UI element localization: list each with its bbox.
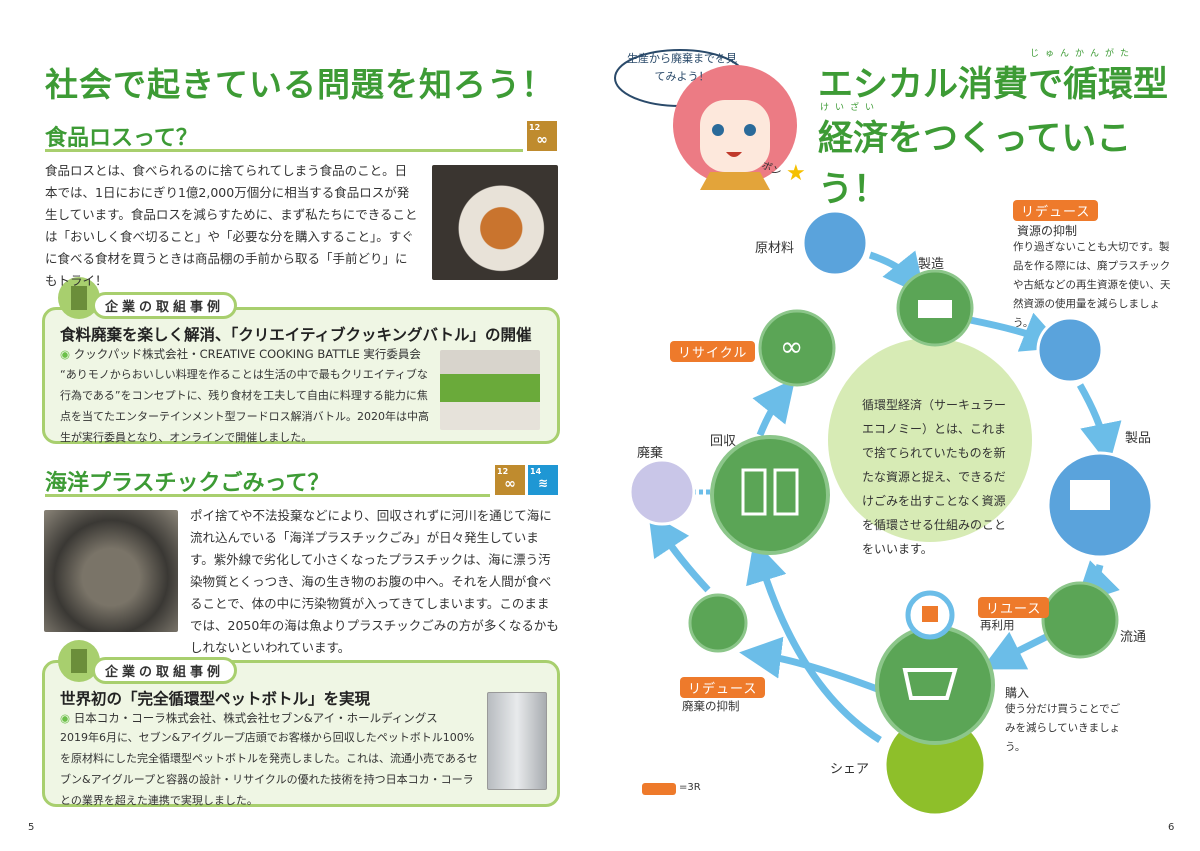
circular-economy-text: 循環型経済（サーキュラーエコノミー）とは、これまで捨てられていたものを新たな資源… xyxy=(862,398,1007,556)
title-ruby: じゅんかんがた xyxy=(1030,49,1136,59)
page-number: 5 xyxy=(28,822,35,833)
sdg-12-icon: 12∞ xyxy=(495,465,525,495)
label-raw-material: 原材料 xyxy=(755,241,795,256)
arrow xyxy=(981,631,1052,670)
right-title-line2: 経済をつくっていこう！ xyxy=(818,119,1132,210)
label-product: 製品 xyxy=(1125,431,1152,446)
building-icon xyxy=(58,277,100,319)
water-icon xyxy=(1036,316,1104,384)
page-title: 社会で起きている問題を知ろう！ xyxy=(45,65,555,104)
raw-material-icon xyxy=(801,209,869,277)
label-manufacture: 製造 xyxy=(918,257,945,272)
right-title-line1: エシカル消費で循環型 xyxy=(818,65,1169,105)
sdg-14-icon: 14≋ xyxy=(528,465,558,495)
sdg-12-icon: 12∞ xyxy=(527,121,557,151)
center-circle xyxy=(828,338,1032,542)
legend-text: =3R xyxy=(679,782,701,793)
page-number: 6 xyxy=(1168,822,1175,833)
label-dispose: 廃棄 xyxy=(637,446,664,461)
case-tab: 企業の取組事例 xyxy=(92,657,238,684)
purchase-subtitle: 購入 xyxy=(1005,686,1030,700)
arrow xyxy=(1076,383,1122,466)
arrow xyxy=(868,250,926,297)
case-title: 食料廃棄を楽しく解消、「クリエイティブクッキングバトル」の開催 xyxy=(60,326,532,344)
food-plate-photo xyxy=(432,165,558,280)
title-ruby: けいざい xyxy=(820,103,881,113)
tag-recycle: リサイクル xyxy=(670,341,756,362)
case-company: ◉ 日本コカ・コーラ株式会社、株式会社セブン&アイ・ホールディングス xyxy=(60,711,438,725)
reduce-waste-icon xyxy=(688,593,748,653)
delivery-icon xyxy=(1041,581,1119,659)
case-text: “ありモノからおいしい料理を作ることは生活の中で最もクリエイティブな行為である”… xyxy=(60,368,429,444)
svg-text:★: ★ xyxy=(786,161,806,186)
reduce-waste-subtitle: 廃棄の抑制 xyxy=(682,699,740,713)
reduce-text: 作り過ぎないことも大切です。製品を作る際には、廃プラスチックや古紙などの再生資源… xyxy=(1013,241,1171,329)
legend-swatch xyxy=(642,783,676,795)
cooking-event-photo xyxy=(440,350,540,430)
food-loss-heading: 食品ロスって？ xyxy=(45,126,198,151)
label-share: シェア xyxy=(830,762,870,777)
arrow xyxy=(746,539,882,743)
reduce-subtitle: 資源の抑制 xyxy=(1017,224,1078,238)
tag-reuse: リユース xyxy=(978,597,1050,618)
character-illustration: ★ xyxy=(614,49,806,190)
arrow xyxy=(752,378,796,437)
label-collect: 回収 xyxy=(710,434,737,449)
shopping-cart-icon xyxy=(875,625,995,745)
svg-text:∞: ∞ xyxy=(780,330,803,363)
circular-economy-diagram: ∞ ★ xyxy=(614,49,1154,817)
case-company: ◉ クックパッド株式会社・CREATIVE COOKING BATTLE 実行委… xyxy=(60,347,421,361)
tag-reduce: リデュース xyxy=(1013,200,1099,221)
tag-reduce: リデュース xyxy=(680,677,766,698)
label-distribution: 流通 xyxy=(1120,630,1147,645)
purchase-text: 使う分だけ買うことでごみを減らしていきましょう。 xyxy=(1005,703,1121,753)
food-loss-text: 食品ロスとは、食べられるのに捨てられてしまう食品のこと。日本では、1日におにぎり… xyxy=(45,163,418,288)
divider xyxy=(45,494,490,497)
speech-bubble: 生産から廃棄までを見てみよう！ xyxy=(627,52,737,83)
recycle-icon xyxy=(758,309,836,387)
ocean-plastic-text: ポイ捨てや不法投棄などにより、回収されずに河川を通じて海に流れ込んでいる「海洋プ… xyxy=(190,508,559,655)
bird-plastic-photo xyxy=(44,510,178,632)
arrow xyxy=(648,512,711,593)
ocean-plastic-heading: 海洋プラスチックごみって？ xyxy=(45,471,330,496)
case-tab: 企業の取組事例 xyxy=(92,292,238,319)
collection-machine-photo xyxy=(487,692,547,790)
case-text: 2019年6月に、セブン&アイグループ店頭でお客様から回収したペットボトル100… xyxy=(60,731,478,807)
case-title: 世界初の「完全循環型ペットボトル」を実現 xyxy=(60,690,371,708)
case-box-pet-bottle xyxy=(42,660,560,807)
recycle-bins-icon xyxy=(710,435,830,555)
divider xyxy=(45,149,523,152)
dispose-icon xyxy=(628,458,696,526)
reuse-subtitle: 再利用 xyxy=(980,618,1015,632)
